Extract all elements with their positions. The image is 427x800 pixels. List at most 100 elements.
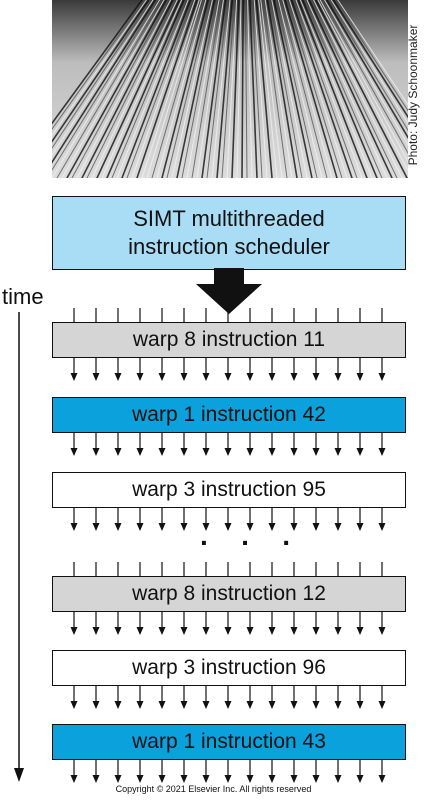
thread-arrowhead — [158, 373, 166, 381]
scheduler-line1: SIMT multithreaded — [133, 206, 325, 231]
thread-arrowhead — [114, 373, 122, 381]
thread-arrows — [70, 760, 386, 783]
thread-arrowhead — [92, 448, 100, 456]
thread-arrowhead — [334, 701, 342, 709]
thread-arrowhead — [224, 373, 232, 381]
thread-arrowhead — [224, 448, 232, 456]
thread-arrowhead — [312, 373, 320, 381]
thread-arrowhead — [246, 775, 254, 783]
thread-arrowhead — [268, 448, 276, 456]
thread-arrowhead — [356, 701, 364, 709]
thread-arrowhead — [268, 775, 276, 783]
thread-arrowhead — [202, 627, 210, 635]
thread-arrowhead — [114, 448, 122, 456]
thread-arrowhead — [158, 775, 166, 783]
thread-arrowhead — [136, 373, 144, 381]
warp-instruction-row: warp 1 instruction 43 — [52, 724, 406, 760]
warp-instruction-label: warp 3 instruction 96 — [132, 656, 326, 679]
warp-instruction-row: warp 3 instruction 96 — [52, 650, 406, 686]
thread-arrowhead — [70, 373, 78, 381]
photo-credit: Photo: Judy Schoonmaker — [406, 24, 420, 166]
thread-arrowhead — [114, 627, 122, 635]
loom-photo — [52, 0, 408, 178]
thread-arrowhead — [70, 701, 78, 709]
thread-arrows — [70, 508, 386, 531]
thread-arrowhead — [224, 775, 232, 783]
thread-arrowhead — [290, 523, 298, 531]
thread-arrowhead — [158, 448, 166, 456]
thread-arrowhead — [312, 775, 320, 783]
thread-arrowhead — [378, 523, 386, 531]
thread-arrowhead — [180, 448, 188, 456]
thread-arrowhead — [202, 775, 210, 783]
thread-arrowhead — [246, 523, 254, 531]
thread-arrowhead — [114, 523, 122, 531]
thread-arrowhead — [92, 775, 100, 783]
thread-arrowhead — [378, 701, 386, 709]
thread-arrowhead — [136, 448, 144, 456]
warp-instruction-row: warp 3 instruction 95 — [52, 472, 406, 508]
thread-arrowhead — [224, 523, 232, 531]
thread-arrowhead — [356, 627, 364, 635]
thread-arrowhead — [180, 701, 188, 709]
thread-arrowhead — [246, 373, 254, 381]
thread-arrowhead — [378, 775, 386, 783]
thread-arrowhead — [70, 448, 78, 456]
thread-arrows — [70, 686, 386, 709]
thread-arrowhead — [114, 775, 122, 783]
thread-arrowhead — [180, 523, 188, 531]
thread-arrowhead — [356, 448, 364, 456]
down-arrow-icon — [196, 268, 262, 314]
thread-arrows — [70, 612, 386, 635]
thread-arrowhead — [224, 701, 232, 709]
thread-ticks-resume — [73, 562, 383, 576]
scheduler-line2: instruction scheduler — [128, 234, 330, 259]
thread-arrowhead — [92, 523, 100, 531]
copyright-notice: Copyright © 2021 Elsevier Inc. All right… — [115, 784, 312, 794]
thread-arrows — [70, 358, 386, 381]
thread-arrowhead — [136, 775, 144, 783]
thread-arrowhead — [268, 701, 276, 709]
thread-arrowhead — [268, 523, 276, 531]
thread-arrowhead — [158, 523, 166, 531]
thread-arrowhead — [378, 448, 386, 456]
thread-arrowhead — [290, 775, 298, 783]
thread-arrowhead — [334, 523, 342, 531]
warp-instruction-label: warp 3 instruction 95 — [132, 478, 326, 501]
thread-arrowhead — [158, 701, 166, 709]
thread-arrowhead — [158, 627, 166, 635]
thread-arrowhead — [378, 373, 386, 381]
thread-arrowhead — [246, 627, 254, 635]
time-axis-arrow — [14, 312, 24, 782]
thread-arrowhead — [312, 627, 320, 635]
warp-instruction-row: warp 8 instruction 11 — [52, 322, 406, 358]
simt-scheduler-box: SIMT multithreaded instruction scheduler — [52, 196, 406, 270]
thread-arrowhead — [334, 448, 342, 456]
thread-arrowhead — [312, 523, 320, 531]
thread-arrowhead — [70, 627, 78, 635]
thread-arrowhead — [334, 627, 342, 635]
thread-arrowhead — [356, 523, 364, 531]
thread-arrowhead — [136, 523, 144, 531]
warp-instruction-label: warp 8 instruction 11 — [132, 328, 326, 351]
thread-arrowhead — [202, 523, 210, 531]
warp-instruction-label: warp 1 instruction 43 — [132, 730, 326, 753]
thread-arrowhead — [70, 523, 78, 531]
thread-arrowhead — [180, 627, 188, 635]
time-label: time — [2, 284, 44, 309]
thread-arrowhead — [246, 701, 254, 709]
thread-arrowhead — [268, 627, 276, 635]
thread-arrowhead — [180, 373, 188, 381]
ellipsis: · · · — [200, 527, 304, 558]
thread-arrowhead — [92, 373, 100, 381]
warp-instruction-row: warp 8 instruction 12 — [52, 576, 406, 612]
thread-ticks-top — [73, 308, 383, 322]
warp-instruction-label: warp 8 instruction 12 — [132, 582, 326, 605]
thread-arrowhead — [180, 775, 188, 783]
thread-arrowhead — [356, 775, 364, 783]
thread-arrowhead — [136, 701, 144, 709]
thread-arrowhead — [334, 775, 342, 783]
thread-arrowhead — [202, 448, 210, 456]
thread-arrowhead — [268, 373, 276, 381]
thread-arrows — [70, 433, 386, 456]
